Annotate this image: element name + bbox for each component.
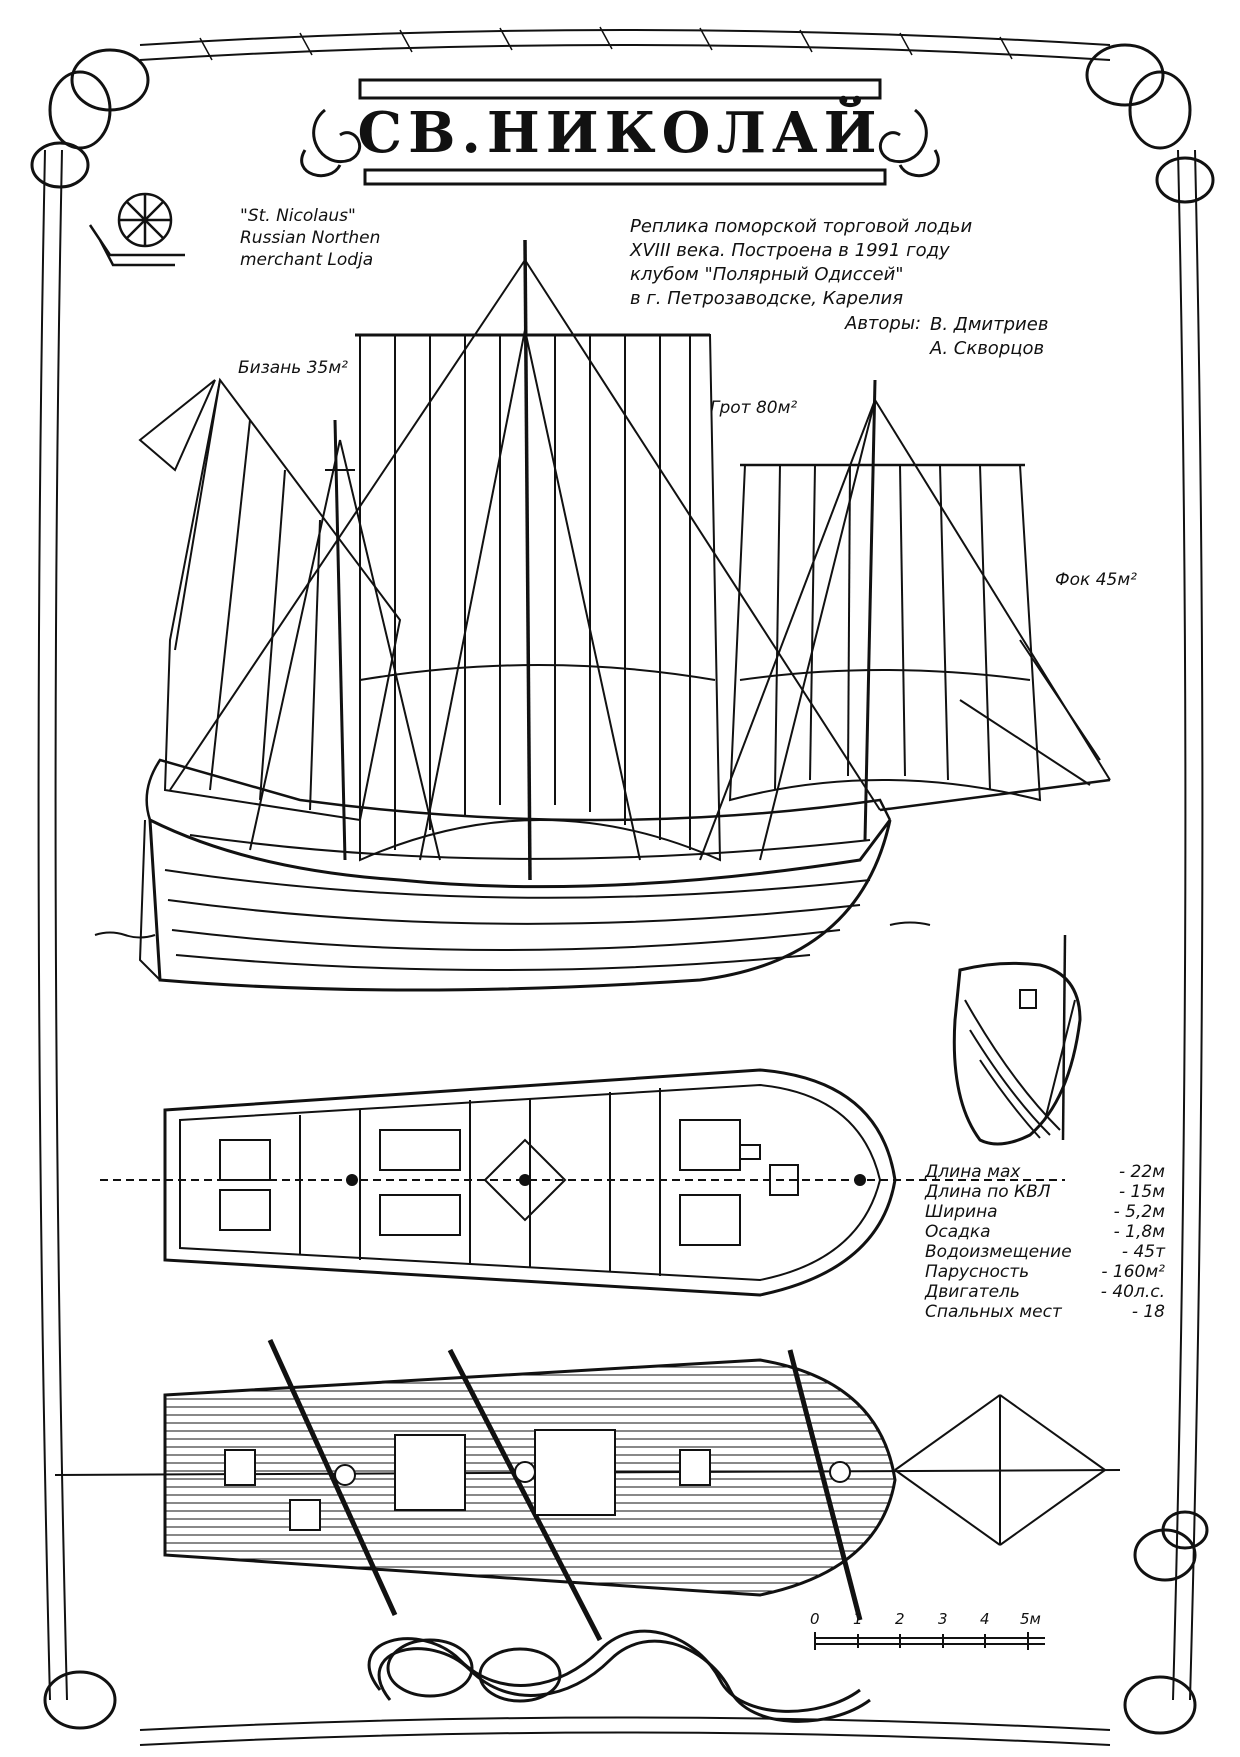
russian-caption: Реплика поморской торговой лодьи XVIII в… xyxy=(630,215,972,311)
spec-label: Парусность xyxy=(925,1262,1030,1282)
spec-value: - 18 xyxy=(1131,1302,1165,1322)
spec-label: Осадка xyxy=(925,1222,991,1242)
spec-row: Длина по КВЛ - 15м xyxy=(925,1182,1165,1202)
spec-value: - 45т xyxy=(1121,1242,1165,1262)
spec-label: Спальных мест xyxy=(925,1302,1062,1322)
scale-tick-label: 1 xyxy=(853,1610,863,1628)
sail-label-main: Грот 80м² xyxy=(710,398,798,418)
author-name: А. Скворцов xyxy=(930,338,1045,359)
sail-label-fore: Фок 45м² xyxy=(1055,570,1137,590)
spec-label: Длина мах xyxy=(925,1162,1021,1182)
spec-value: - 5,2м xyxy=(1113,1202,1165,1222)
spec-row: Водоизмещение - 45т xyxy=(925,1242,1165,1262)
spec-row: Парусность - 160м² xyxy=(925,1262,1165,1282)
spec-row: Двигатель - 40л.с. xyxy=(925,1282,1165,1302)
scale-tick-label: 5м xyxy=(1020,1610,1041,1628)
english-caption-line: Russian Northen xyxy=(240,228,381,248)
spec-value: - 22м xyxy=(1119,1162,1165,1182)
author-name: В. Дмитриев xyxy=(930,314,1049,335)
scale-tick-label: 0 xyxy=(810,1610,820,1628)
authors-label: Авторы: xyxy=(845,313,922,334)
compass-logo-icon xyxy=(88,192,185,267)
spec-label: Двигатель xyxy=(925,1282,1020,1302)
english-caption-line: "St. Nicolaus" xyxy=(240,206,356,226)
scale-tick-label: 4 xyxy=(980,1610,990,1628)
russian-caption-line: Реплика поморской торговой лодьи xyxy=(630,216,973,237)
spec-row: Спальных мест - 18 xyxy=(925,1302,1165,1322)
spec-row: Ширина - 5,2м xyxy=(925,1202,1165,1222)
russian-caption-line: XVIII века. Построена в 1991 году xyxy=(630,240,950,261)
spec-value: - 40л.с. xyxy=(1100,1282,1165,1302)
russian-caption-line: в г. Петрозаводске, Карелия xyxy=(630,288,904,309)
specifications-table: Длина мах - 22м Длина по КВЛ - 15м Ширина -… xyxy=(925,1162,1165,1322)
spec-value: - 160м² xyxy=(1101,1262,1165,1282)
spec-label: Водоизмещение xyxy=(925,1242,1072,1262)
spec-label: Длина по КВЛ xyxy=(925,1182,1051,1202)
spec-value: - 1,8м xyxy=(1113,1222,1165,1242)
spec-value: - 15м xyxy=(1119,1182,1165,1202)
english-caption: "St. Nicolaus" Russian Northen merchant … xyxy=(240,205,380,271)
page-title: СВ.НИКОЛАЙ xyxy=(357,100,883,166)
scale-tick-label: 3 xyxy=(938,1610,948,1628)
scale-tick-label: 2 xyxy=(895,1610,905,1628)
spec-row: Осадка - 1,8м xyxy=(925,1222,1165,1242)
english-caption-line: merchant Lodja xyxy=(240,250,374,270)
spec-row: Длина мах - 22м xyxy=(925,1162,1165,1182)
russian-caption-line: клубом "Полярный Одиссей" xyxy=(630,264,904,285)
sail-label-mizzen: Бизань 35м² xyxy=(238,358,348,378)
spec-label: Ширина xyxy=(925,1202,998,1222)
authors: В. Дмитриев А. Скворцов xyxy=(930,313,1048,361)
